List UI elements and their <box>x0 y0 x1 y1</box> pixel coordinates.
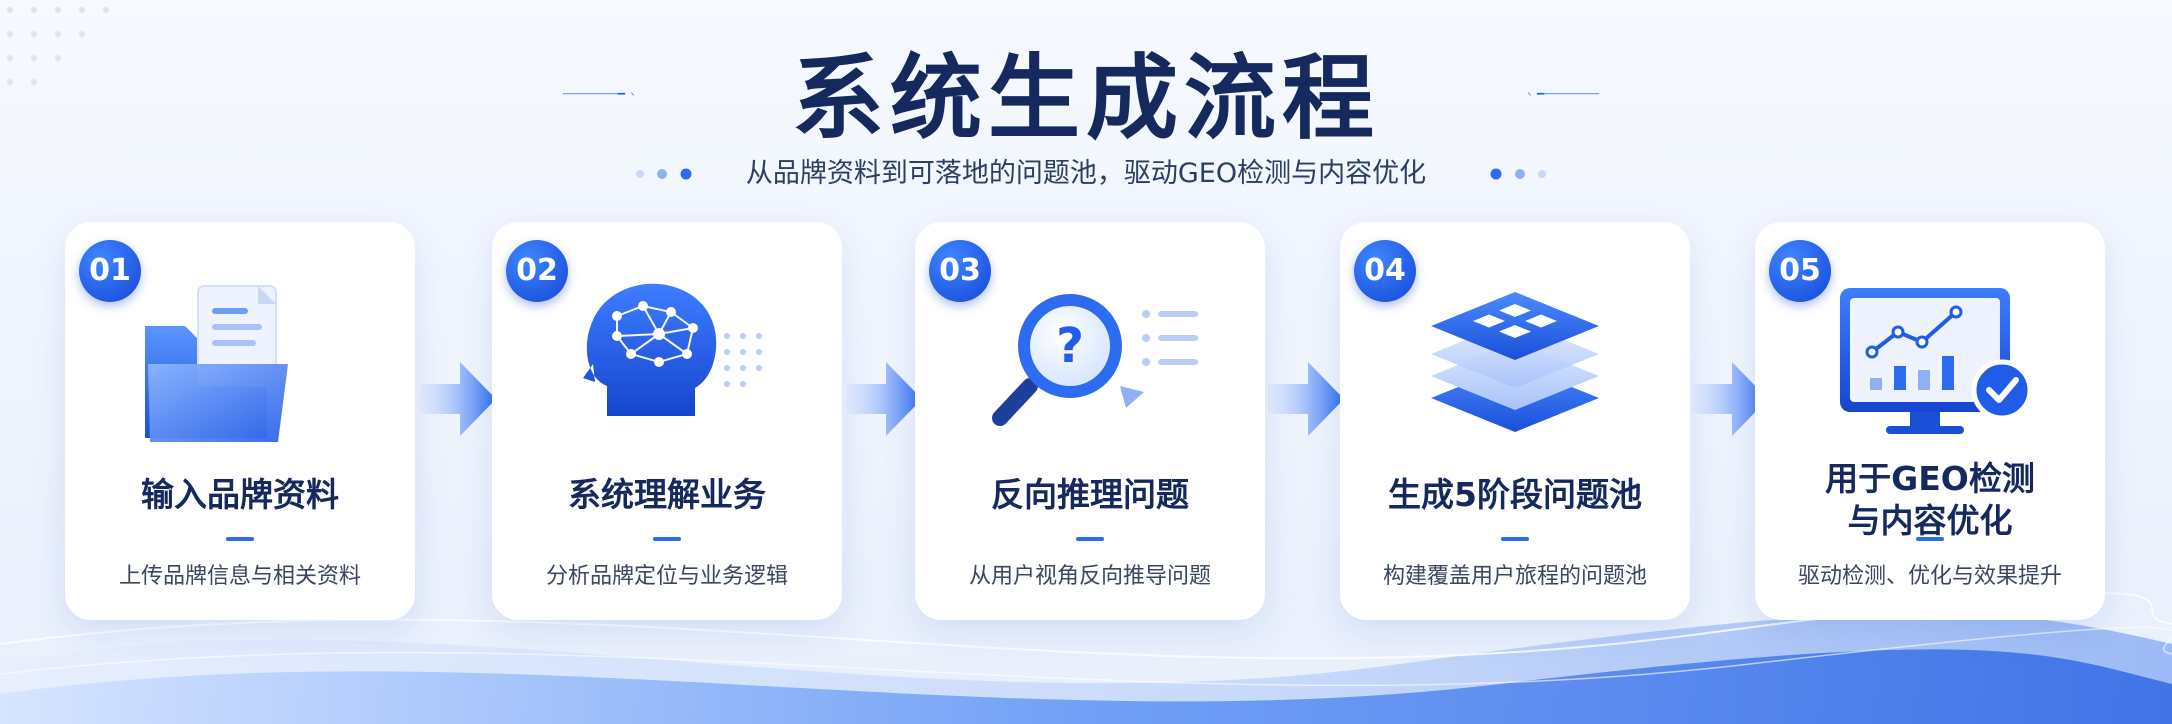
step-description: 上传品牌信息与相关资料 <box>118 564 361 589</box>
svg-text:?: ? <box>1056 318 1084 374</box>
step-card-2: 02 系统理解业务 分析品牌定位与业务逻辑 <box>492 222 842 620</box>
monitor-chart-check-icon <box>1840 288 2033 434</box>
step-title: 系统理解业务 <box>568 475 766 514</box>
folder-document-icon <box>145 285 288 442</box>
divider <box>653 537 681 541</box>
divider <box>1501 537 1529 541</box>
title-decor-left <box>562 92 634 96</box>
step-number-badge: 03 <box>929 240 991 302</box>
step-title-line-1: 用于GEO检测 <box>1825 459 2035 498</box>
background-dot-pattern <box>7 7 109 85</box>
step-card-5: 05 用于GEO检测 与内容优化 驱动检测、优化与效果提升 <box>1755 222 2105 620</box>
magnifier-question-icon: ? <box>992 294 1198 426</box>
background-waves <box>0 592 2172 724</box>
step-description: 构建覆盖用户旅程的问题池 <box>1382 564 1647 589</box>
divider <box>1916 537 1944 541</box>
step-number-badge: 02 <box>506 240 568 302</box>
step-description: 分析品牌定位与业务逻辑 <box>545 564 788 589</box>
page-subtitle: 从品牌资料到可落地的问题池，驱动GEO检测与内容优化 <box>745 158 1427 189</box>
subtitle-dots-left <box>636 168 692 180</box>
flow-arrow-icon <box>1692 362 1768 436</box>
step-description: 从用户视角反向推导问题 <box>968 564 1211 589</box>
step-title: 反向推理问题 <box>991 475 1189 514</box>
page-title: 系统生成流程 <box>791 45 1380 152</box>
step-description: 驱动检测、优化与效果提升 <box>1797 564 2062 589</box>
step-card-3: 03 ? 反向推理问题 从用户视角反向推导问题 <box>915 222 1265 620</box>
divider <box>1076 537 1104 541</box>
step-number-badge: 05 <box>1769 240 1831 302</box>
step-number-badge: 04 <box>1354 240 1416 302</box>
subtitle-dots-right <box>1490 168 1546 180</box>
flow-arrow-icon <box>846 362 922 436</box>
step-title: 输入品牌资料 <box>141 475 339 514</box>
flow-arrow-icon <box>1268 362 1344 436</box>
step-title-line-2: 与内容优化 <box>1847 501 2013 540</box>
title-decor-right <box>1528 92 1600 96</box>
stacked-layers-icon <box>1431 292 1599 432</box>
divider <box>226 537 254 541</box>
flow-arrow-icon <box>420 362 496 436</box>
step-card-4: 04 生成5阶段问题池 构建覆盖用户旅程的问题池 <box>1340 222 1690 620</box>
step-number-badge: 01 <box>79 240 141 302</box>
step-card-1: 01 输入品牌资料 上传品牌信息与相关资料 <box>65 222 415 620</box>
brain-network-head-icon <box>583 283 762 416</box>
step-title: 生成5阶段问题池 <box>1388 475 1642 514</box>
step-title: 用于GEO检测 与内容优化 <box>1755 458 2105 542</box>
